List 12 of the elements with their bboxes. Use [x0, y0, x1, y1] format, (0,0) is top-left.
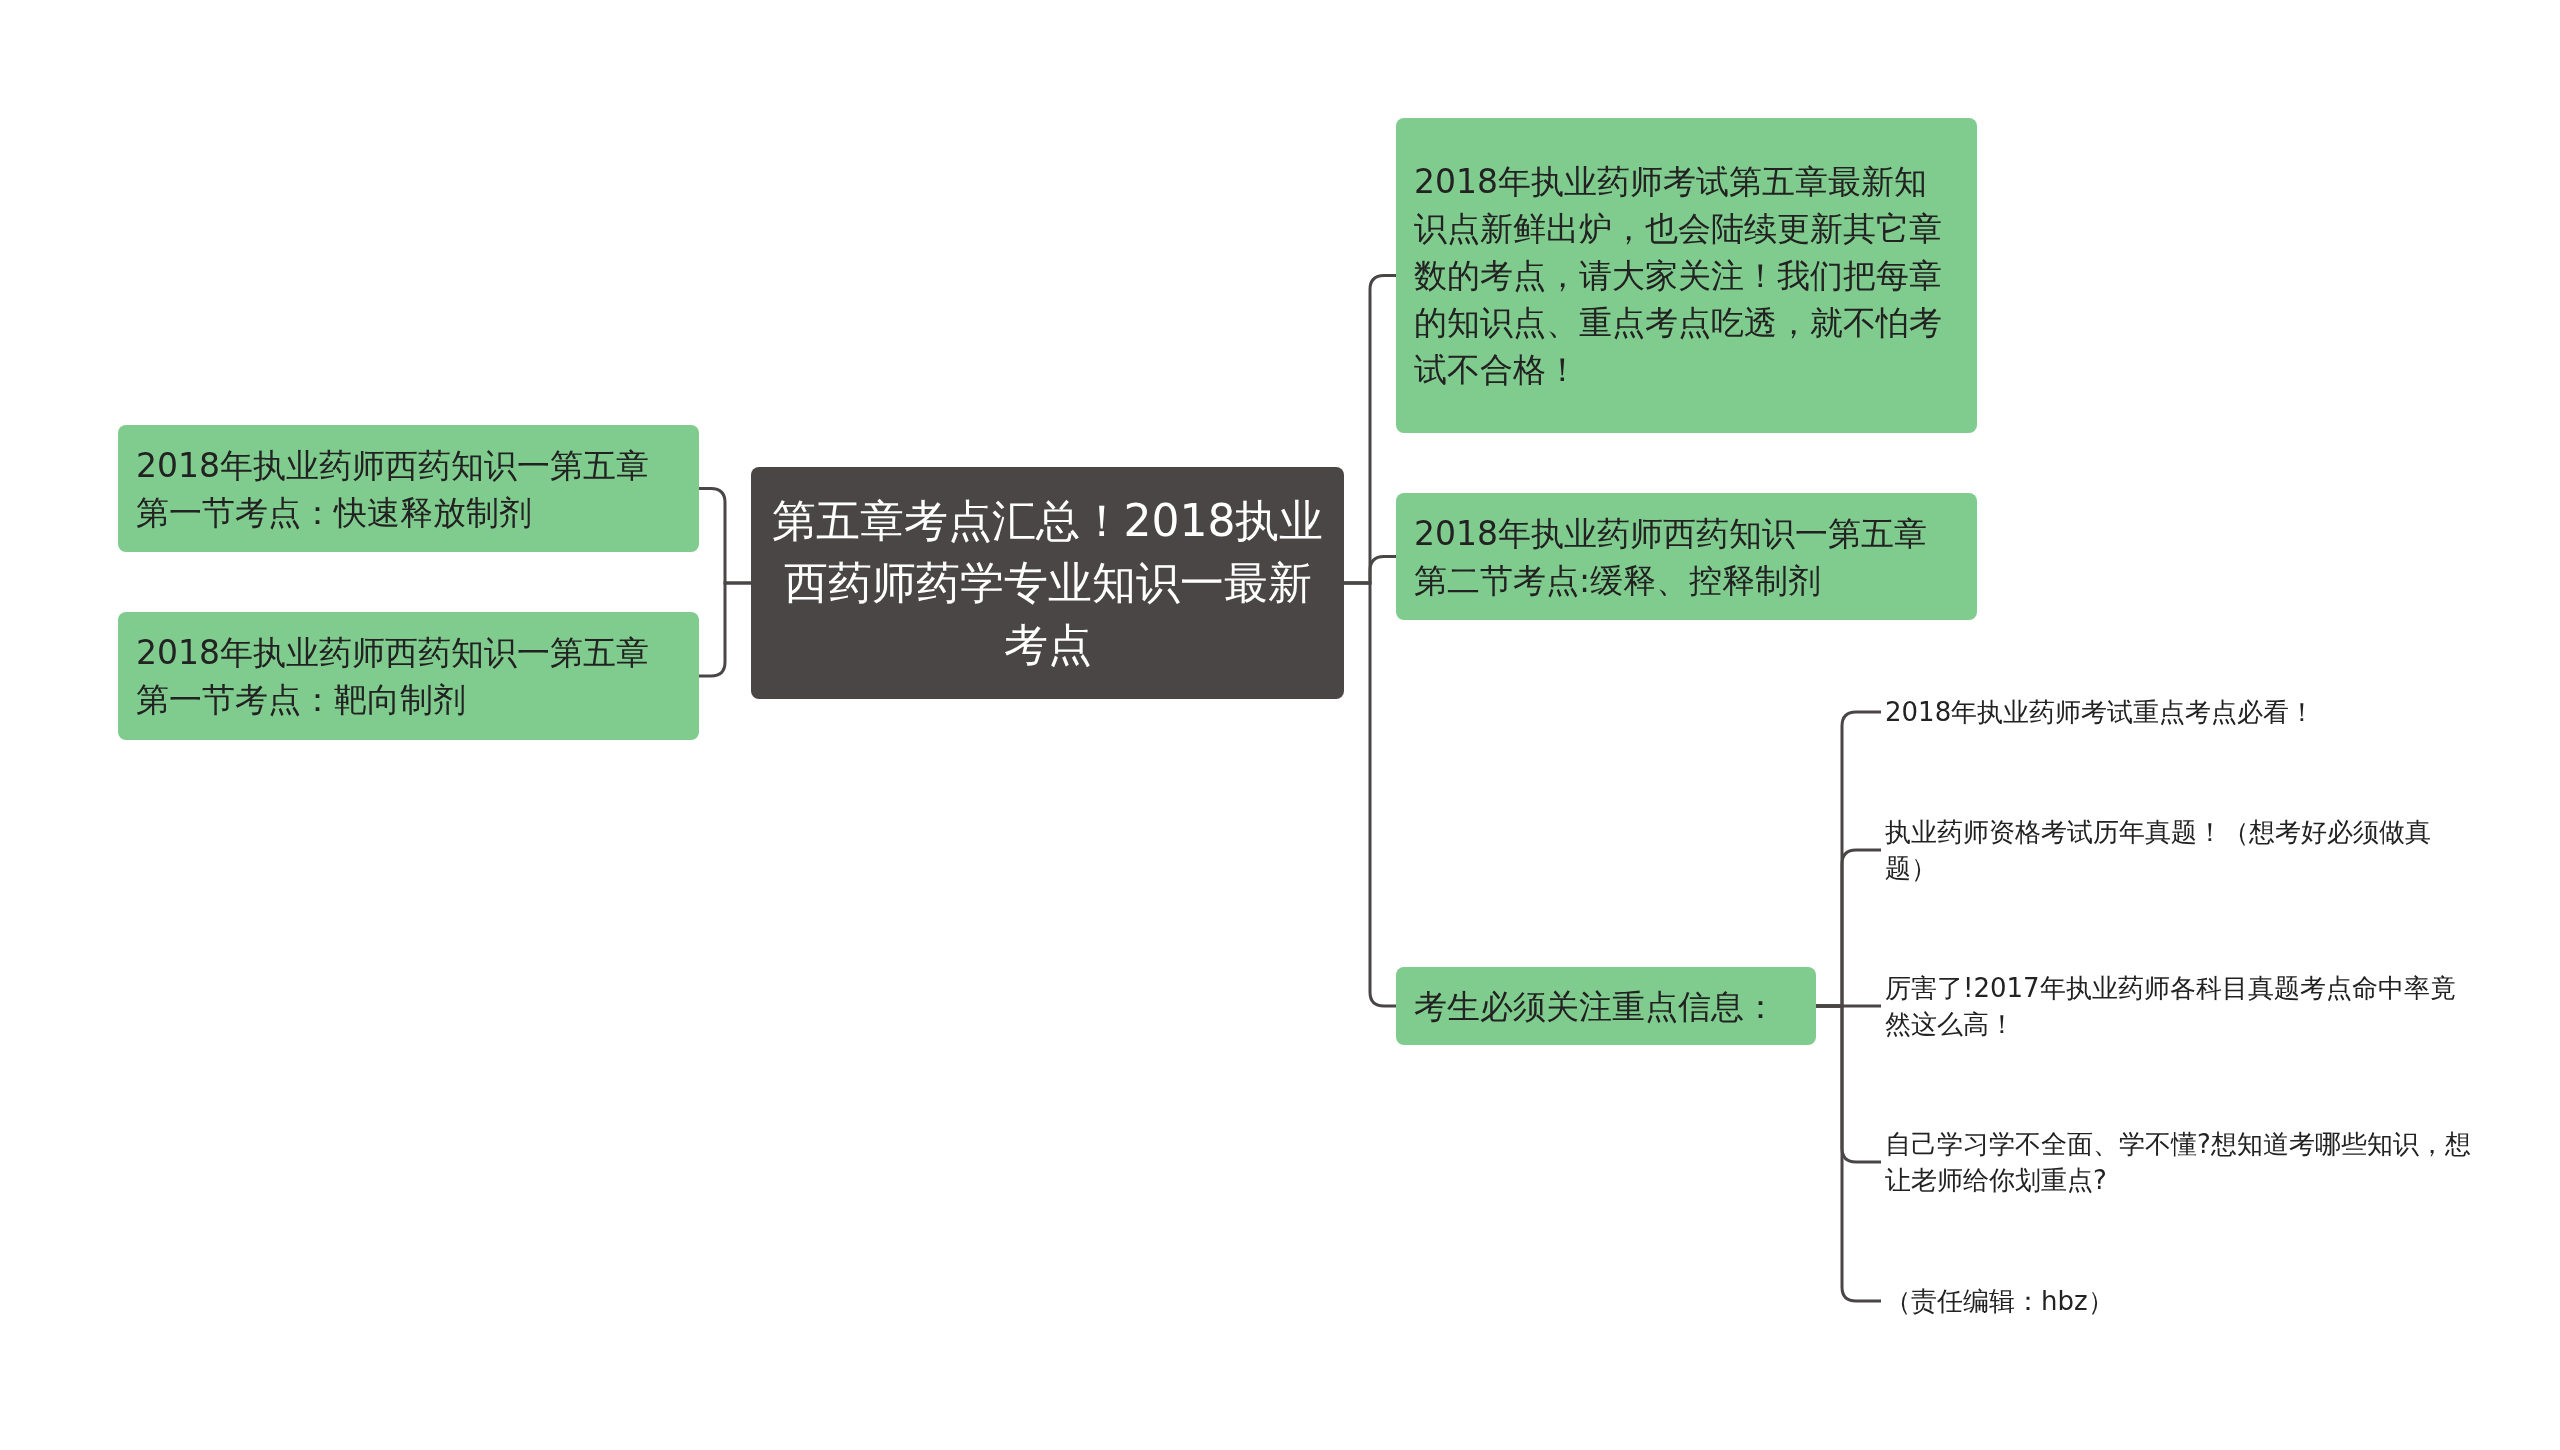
topic-box: 考生必须关注重点信息： [1396, 967, 1816, 1045]
subtopic-text: 执业药师资格考试历年真题！（想考好必须做真题） [1881, 812, 2481, 888]
topic-box: 2018年执业药师西药知识一第五章第二节考点:缓释、控释制剂 [1396, 493, 1977, 620]
subtopic-text: 自己学习学不全面、学不懂?想知道考哪些知识，想让老师给你划重点? [1881, 1124, 2481, 1200]
subtopic-text: 厉害了!2017年执业药师各科目真题考点命中率竟然这么高！ [1881, 968, 2481, 1044]
topic-box: 第五章考点汇总！2018执业西药师药学专业知识一最新考点 [751, 467, 1344, 699]
connector-line [1816, 1004, 1881, 1303]
topic-box: 2018年执业药师西药知识一第五章第一节考点：靶向制剂 [118, 612, 699, 740]
subtopic-text: 2018年执业药师考试重点考点必看！ [1881, 690, 2481, 734]
topic-box: 2018年执业药师西药知识一第五章第一节考点：快速释放制剂 [118, 425, 699, 552]
topic-box: 2018年执业药师考试第五章最新知识点新鲜出炉，也会陆续更新其它章数的考点，请大家关注！我们把每章的知识点、重点考点吃透，就不怕考试不合格！ [1396, 118, 1977, 433]
subtopic-text: （责任编辑：hbz） [1881, 1279, 2481, 1323]
